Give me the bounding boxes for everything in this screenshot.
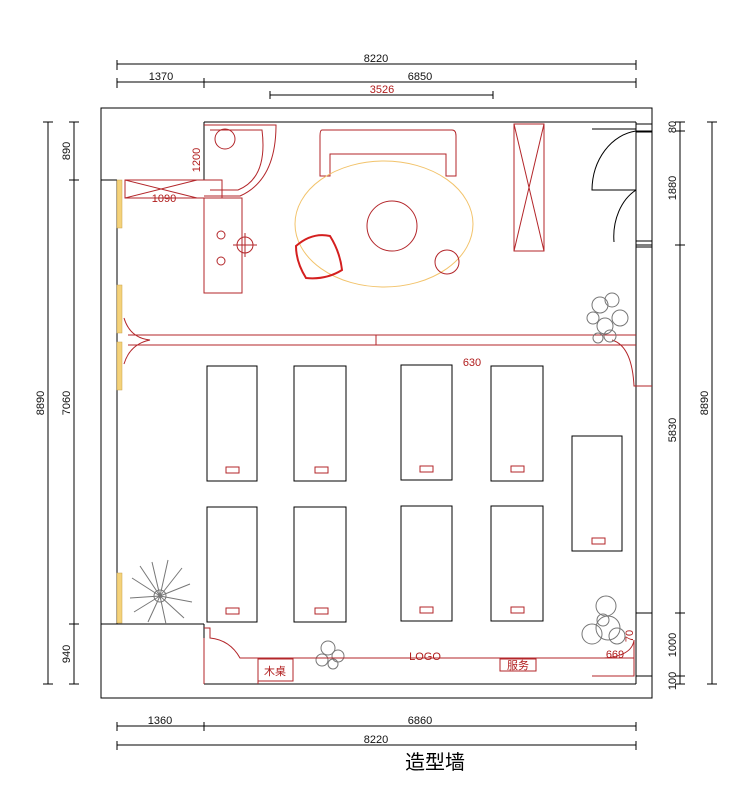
walls (100, 107, 653, 699)
plant-top-right (586, 292, 629, 344)
bottom-cabinet: 木桌 LOGO 服务 669 70 (203, 627, 636, 684)
lounge-area (294, 129, 474, 288)
right-dimensions: 80 1880 5830 1000 100 8890 (667, 121, 717, 690)
entrance-doors (591, 123, 653, 248)
label-70: 70 (624, 630, 636, 642)
dim-top-right: 6850 (408, 71, 432, 83)
dim-left-total: 8890 (35, 391, 47, 415)
plant-left (129, 559, 193, 625)
dim-top-inner: 3526 (370, 84, 394, 96)
wall-lighting-strips (116, 179, 123, 624)
dim-right-total: 8890 (699, 391, 711, 415)
label-1090: 1090 (152, 193, 176, 205)
cabinet-label-left: 木桌 (264, 665, 286, 678)
label-1200: 1200 (191, 148, 203, 172)
dim-top-total: 8220 (364, 53, 388, 65)
dim-bottom-left: 1360 (148, 715, 172, 727)
cabinet-label-middle: LOGO (409, 651, 441, 663)
dim-left-top: 890 (61, 142, 73, 160)
reception-desk: 1200 1090 (124, 124, 277, 294)
dim-right-b: 1880 (667, 176, 679, 200)
dim-top-left: 1370 (149, 71, 173, 83)
side-table (434, 249, 460, 275)
drawing-title: 造型墙 (405, 750, 465, 774)
dim-right-c: 5830 (667, 418, 679, 442)
bottom-dimensions: 1360 6860 8220 (116, 715, 637, 750)
dim-left-bottom: 940 (61, 645, 73, 663)
plant-bottom-center (315, 640, 345, 670)
armchair (294, 234, 344, 280)
dim-bottom-total: 8220 (364, 734, 388, 746)
top-dimensions: 8220 1370 6850 3526 (116, 53, 637, 99)
treatment-beds (206, 364, 623, 623)
label-669: 669 (606, 649, 624, 661)
dim-right-e: 100 (667, 672, 679, 690)
dim-right-d: 1000 (667, 633, 679, 657)
left-dimensions: 8890 890 7060 940 (35, 121, 79, 685)
dim-left-middle: 7060 (61, 391, 73, 415)
dim-right-a: 80 (667, 121, 679, 133)
display-rack (513, 123, 545, 252)
plant-bottom-right (581, 595, 626, 645)
coffee-table (366, 200, 418, 252)
partition-beam: 630 (123, 317, 652, 387)
label-630: 630 (463, 357, 481, 369)
cabinet-label-right: 服务 (507, 659, 529, 672)
dim-bottom-right: 6860 (408, 715, 432, 727)
rug (294, 160, 474, 288)
